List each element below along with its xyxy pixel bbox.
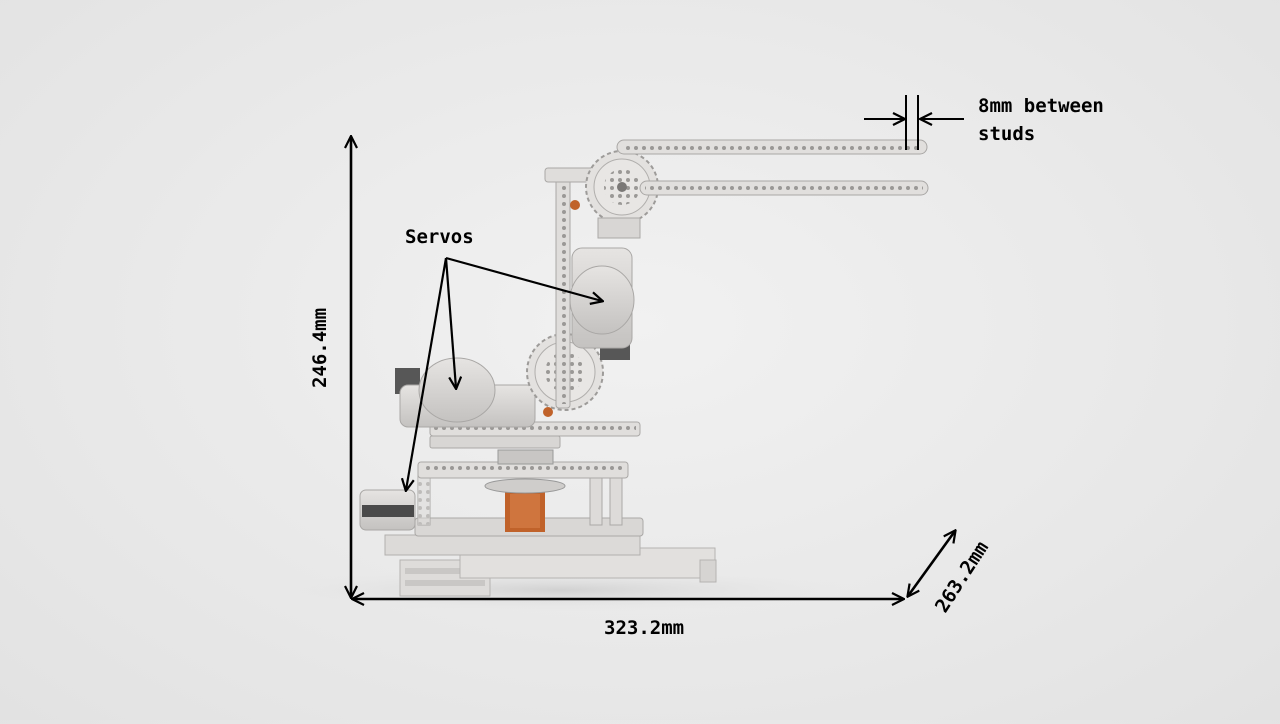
servo-pointer-base (406, 257, 448, 490)
servos-label: Servos (405, 226, 474, 248)
dimension-annotations (351, 95, 964, 599)
forearm (616, 139, 929, 196)
servo-pointer-shoulder (444, 257, 456, 388)
depth-arrow (908, 531, 955, 596)
base-assembly (359, 449, 717, 597)
stud-spacing-label: 8mm between studs (978, 95, 1104, 145)
height-label: 246.4mm (309, 307, 331, 389)
width-label: 323.2mm (604, 617, 685, 639)
servo-pointer-elbow (445, 256, 602, 301)
